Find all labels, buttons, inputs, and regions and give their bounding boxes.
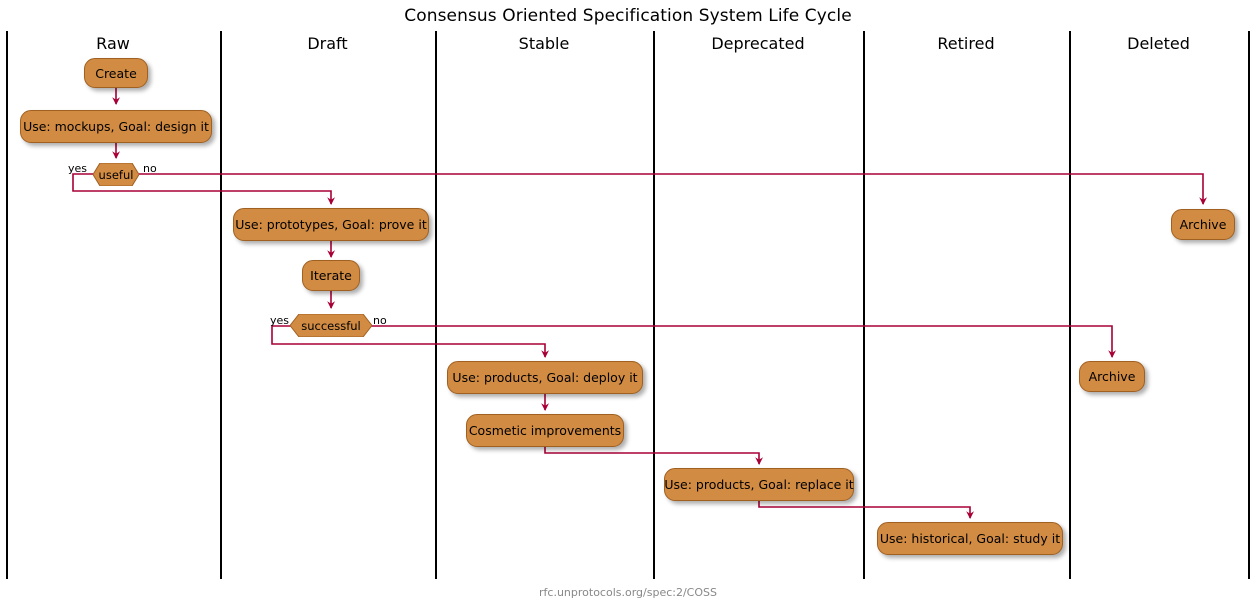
node-deprecated-use[interactable]: Use: products, Goal: replace it <box>664 468 854 501</box>
node-raw-use[interactable]: Use: mockups, Goal: design it <box>20 110 212 143</box>
node-draft-use-label: Use: prototypes, Goal: prove it <box>235 217 427 232</box>
node-deleted-archive[interactable]: Archive <box>1171 209 1235 240</box>
node-create-label: Create <box>95 65 137 81</box>
edge-label-useful-yes: yes <box>68 162 88 175</box>
lane-header-retired: Retired <box>937 34 995 53</box>
node-raw-use-label: Use: mockups, Goal: design it <box>23 119 209 134</box>
node-deprecated-use-label: Use: products, Goal: replace it <box>664 477 854 492</box>
edge-cosmetic-to-deprecateduse <box>544 447 764 465</box>
node-iterate-label: Iterate <box>310 268 352 283</box>
node-decision-useful[interactable]: useful <box>93 163 139 186</box>
lane-divider-right <box>1248 31 1250 579</box>
node-retired-use-label: Use: historical, Goal: study it <box>879 531 1061 546</box>
lane-header-stable: Stable <box>518 34 570 53</box>
node-stable-use[interactable]: Use: products, Goal: deploy it <box>447 361 643 394</box>
edge-deprecateduse-to-retireduse <box>758 501 975 519</box>
diagram-footer-text: rfc.unprotocols.org/spec:2/COSS <box>539 586 717 599</box>
lane-divider-draft-stable <box>435 31 437 579</box>
hexagon-shape-useful <box>93 163 139 186</box>
node-stable-use-label: Use: products, Goal: deploy it <box>452 370 638 385</box>
node-cosmetic-improvements-label: Cosmetic improvements <box>468 423 622 438</box>
edge-successful-no-to-retired-archive <box>369 325 1117 358</box>
edge-label-successful-yes: yes <box>270 314 290 327</box>
node-cosmetic-improvements[interactable]: Cosmetic improvements <box>466 414 624 447</box>
lane-divider-raw-draft <box>220 31 222 579</box>
lane-divider-left <box>6 31 8 579</box>
lane-divider-stable-deprecated <box>653 31 655 579</box>
lane-header-deleted: Deleted <box>1127 34 1190 53</box>
node-draft-use[interactable]: Use: prototypes, Goal: prove it <box>233 208 429 241</box>
node-decision-successful[interactable]: successful <box>290 314 372 337</box>
hexagon-shape-successful <box>290 314 372 337</box>
page-title: Consensus Oriented Specification System … <box>404 6 852 26</box>
lane-divider-retired-deleted <box>1069 31 1071 579</box>
edge-useful-yes-to-draftuse <box>72 173 336 205</box>
node-deleted-archive-label: Archive <box>1179 217 1227 232</box>
lane-header-draft: Draft <box>307 34 348 53</box>
node-create[interactable]: Create <box>84 58 148 88</box>
lane-header-deprecated: Deprecated <box>711 34 805 53</box>
node-retired-archive[interactable]: Archive <box>1079 361 1145 392</box>
node-retired-archive-label: Archive <box>1088 369 1136 384</box>
node-retired-use[interactable]: Use: historical, Goal: study it <box>877 522 1063 555</box>
edge-successful-yes-to-stableuse <box>271 325 550 358</box>
lane-divider-deprecated-retired <box>863 31 865 579</box>
edge-label-successful-no: no <box>373 314 387 327</box>
node-decision-successful-label: successful <box>301 318 361 333</box>
edge-useful-no-to-deleted-archive <box>139 173 1208 205</box>
edge-label-useful-no: no <box>143 162 157 175</box>
lane-header-raw: Raw <box>96 34 130 53</box>
node-decision-useful-label: useful <box>98 167 134 182</box>
node-iterate[interactable]: Iterate <box>302 260 360 291</box>
